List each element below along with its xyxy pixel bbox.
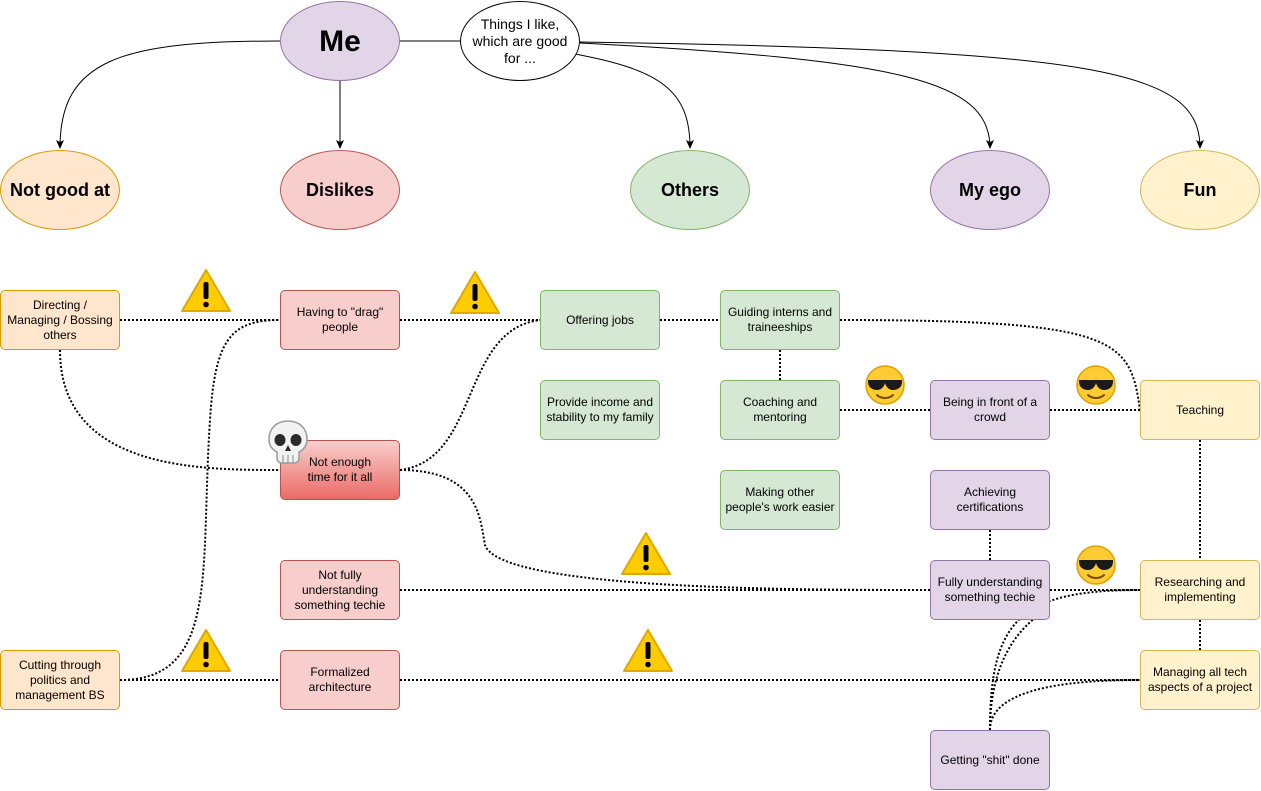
arrow-things-to-fun bbox=[579, 41, 1204, 149]
skull-icon bbox=[268, 420, 308, 464]
dislikes-label: Dislikes bbox=[305, 179, 375, 200]
link-guiding-teaching bbox=[839, 319, 1141, 411]
warning-icon bbox=[450, 271, 500, 314]
warning-icon bbox=[181, 269, 231, 312]
fun-label: Fun bbox=[1183, 179, 1217, 200]
teaching-node[interactable]: Teaching bbox=[1140, 380, 1260, 440]
link-time-offering bbox=[399, 319, 541, 471]
warning-icon bbox=[181, 629, 231, 672]
cutting-label: Cutting through politics and management … bbox=[15, 657, 105, 702]
formalized-architecture-node[interactable]: Formalized architecture bbox=[280, 650, 400, 710]
managing-tech-node[interactable]: Managing all tech aspects of a project bbox=[1140, 650, 1260, 710]
provide-income-label: Provide income and stability to my famil… bbox=[546, 395, 654, 424]
coaching-label: Coaching and mentoring bbox=[742, 395, 818, 424]
fully-understanding-node[interactable]: Fully understanding something techie bbox=[930, 560, 1050, 620]
sunglasses-face-icon bbox=[1076, 545, 1116, 585]
managing-tech-label: Managing all tech aspects of a project bbox=[1147, 665, 1253, 694]
link-cutting-drag bbox=[119, 319, 281, 681]
directing-label: Directing / Managing / Bossing others bbox=[7, 297, 113, 342]
drag-people-label: Having to "drag" people bbox=[296, 305, 384, 334]
link-getting-managing bbox=[989, 679, 1141, 731]
me-label: Me bbox=[319, 24, 361, 58]
link-getting-fully bbox=[989, 617, 1036, 731]
sunglasses-face-icon bbox=[865, 365, 905, 405]
guiding-interns-node[interactable]: Guiding interns and traineeships bbox=[720, 290, 840, 350]
not-fully-understanding-label: Not fully understanding something techie bbox=[294, 567, 386, 612]
making-easier-node[interactable]: Making other people's work easier bbox=[720, 470, 840, 530]
dislikes-node[interactable]: Dislikes bbox=[280, 150, 400, 230]
me-node[interactable]: Me bbox=[280, 1, 400, 81]
making-easier-label: Making other people's work easier bbox=[725, 485, 835, 514]
warning-icon bbox=[623, 629, 673, 672]
certifications-label: Achieving certifications bbox=[956, 485, 1024, 514]
not-good-at-label: Not good at bbox=[10, 179, 110, 200]
others-node[interactable]: Others bbox=[630, 150, 750, 230]
certifications-node[interactable]: Achieving certifications bbox=[930, 470, 1050, 530]
fully-understanding-label: Fully understanding something techie bbox=[937, 575, 1043, 604]
coaching-node[interactable]: Coaching and mentoring bbox=[720, 380, 840, 440]
getting-done-node[interactable]: Getting "shit" done bbox=[930, 730, 1050, 790]
things-i-like-label: Things I like, which are good for ... bbox=[472, 15, 568, 66]
not-enough-time-label: Not enough time for it all bbox=[307, 455, 373, 484]
fun-node[interactable]: Fun bbox=[1140, 150, 1260, 230]
sunglasses-face-icon bbox=[1076, 365, 1116, 405]
researching-node[interactable]: Researching and implementing bbox=[1140, 560, 1260, 620]
provide-income-node[interactable]: Provide income and stability to my famil… bbox=[540, 380, 660, 440]
arrow-me-to-not-good-at bbox=[56, 40, 281, 149]
things-i-like-node[interactable]: Things I like, which are good for ... bbox=[460, 1, 580, 81]
front-of-crowd-label: Being in front of a crowd bbox=[942, 395, 1038, 424]
link-directing-time bbox=[59, 349, 281, 471]
drag-people-node[interactable]: Having to "drag" people bbox=[280, 290, 400, 350]
guiding-interns-label: Guiding interns and traineeships bbox=[727, 305, 833, 334]
not-fully-understanding-node[interactable]: Not fully understanding something techie bbox=[280, 560, 400, 620]
offering-jobs-node[interactable]: Offering jobs bbox=[540, 290, 660, 350]
front-of-crowd-node[interactable]: Being in front of a crowd bbox=[930, 380, 1050, 440]
getting-done-label: Getting "shit" done bbox=[940, 752, 1040, 767]
researching-label: Researching and implementing bbox=[1154, 575, 1246, 604]
my-ego-node[interactable]: My ego bbox=[930, 150, 1050, 230]
warning-icon bbox=[621, 532, 671, 575]
formalized-architecture-label: Formalized architecture bbox=[308, 665, 372, 694]
arrow-things-to-my-ego bbox=[579, 42, 994, 149]
others-label: Others bbox=[660, 179, 720, 200]
arrow-things-to-others bbox=[574, 53, 694, 149]
cutting-node[interactable]: Cutting through politics and management … bbox=[0, 650, 120, 710]
teaching-label: Teaching bbox=[1175, 402, 1225, 417]
my-ego-label: My ego bbox=[958, 179, 1021, 200]
directing-node[interactable]: Directing / Managing / Bossing others bbox=[0, 290, 120, 350]
not-good-at-node[interactable]: Not good at bbox=[0, 150, 120, 230]
offering-jobs-label: Offering jobs bbox=[566, 312, 634, 327]
